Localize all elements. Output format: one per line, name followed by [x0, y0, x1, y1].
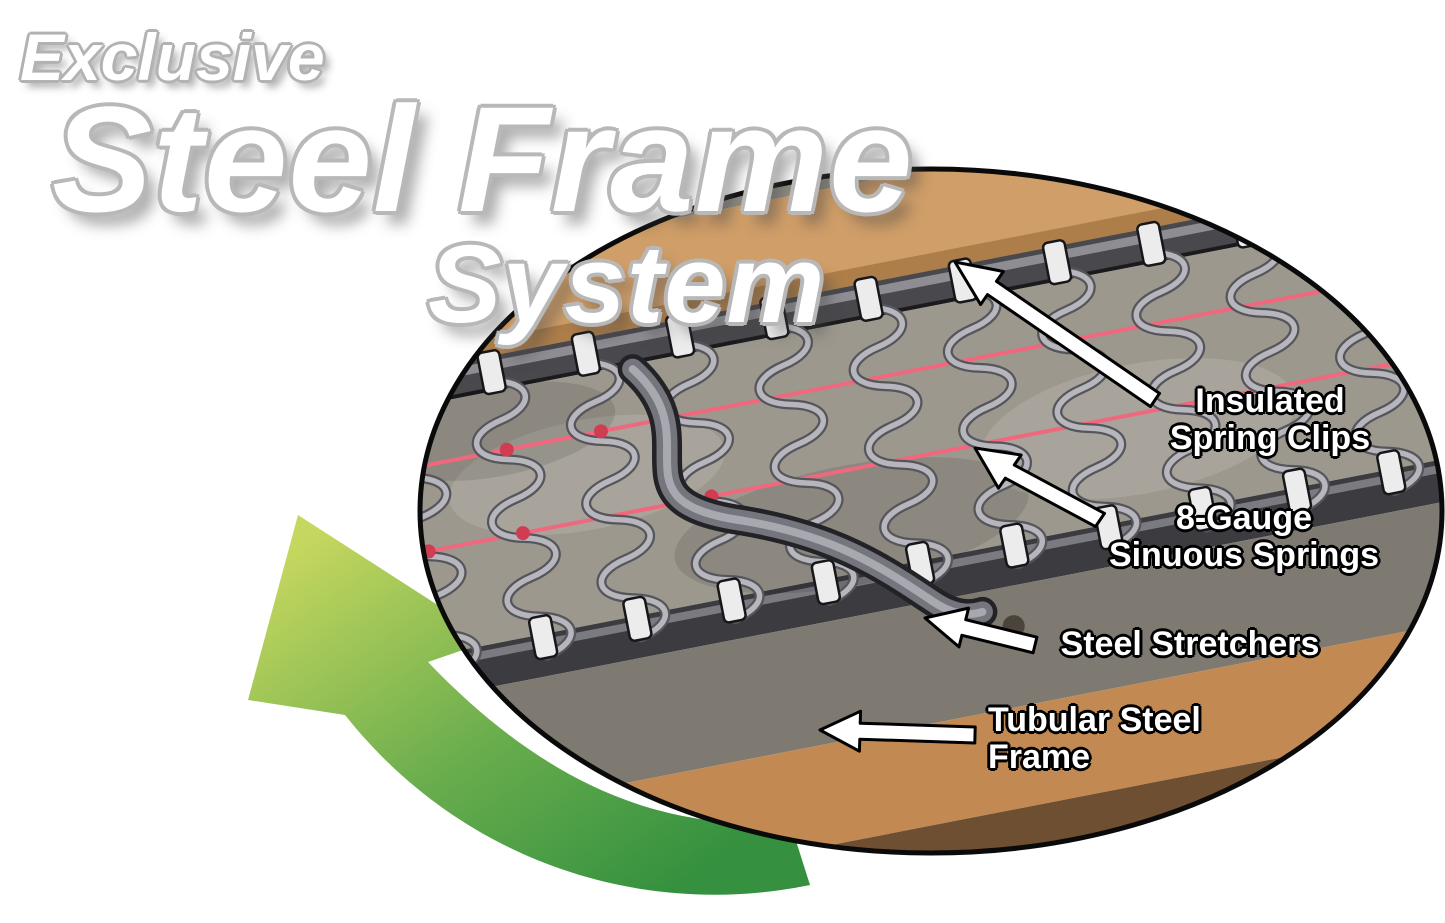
- tubular-frame-bottom: [420, 460, 1442, 852]
- callout-arrow-tubular-steel-frame: [818, 709, 977, 753]
- callout-arrow-insulated-spring-clips: [953, 260, 1161, 409]
- title-exclusive: Exclusive: [20, 20, 325, 94]
- label-tubular-steel-frame: Tubular Steel Frame: [988, 701, 1201, 777]
- callout-arrow-sinuous-springs: [973, 446, 1106, 529]
- deck-highlight-patch: [980, 358, 1296, 500]
- green-swoosh-arrow: [248, 515, 810, 895]
- deck-shadow-patch: [674, 457, 1029, 594]
- label-insulated-spring-clips: Insulated Spring Clips: [1169, 382, 1371, 458]
- title-system: System: [428, 223, 826, 346]
- label-steel-stretchers: Steel Stretchers: [1060, 625, 1320, 663]
- wood-frame-bottom: [420, 578, 1442, 853]
- steel-stretcher-tube: [617, 354, 998, 630]
- title-steel-frame: Steel Frame: [52, 75, 914, 243]
- oval-border: [417, 166, 1445, 856]
- callout-arrow-steel-stretchers: [923, 606, 1039, 655]
- wood-frame-top: [420, 169, 1442, 415]
- label-sinuous-springs: 8-Gauge Sinuous Springs: [1108, 499, 1380, 575]
